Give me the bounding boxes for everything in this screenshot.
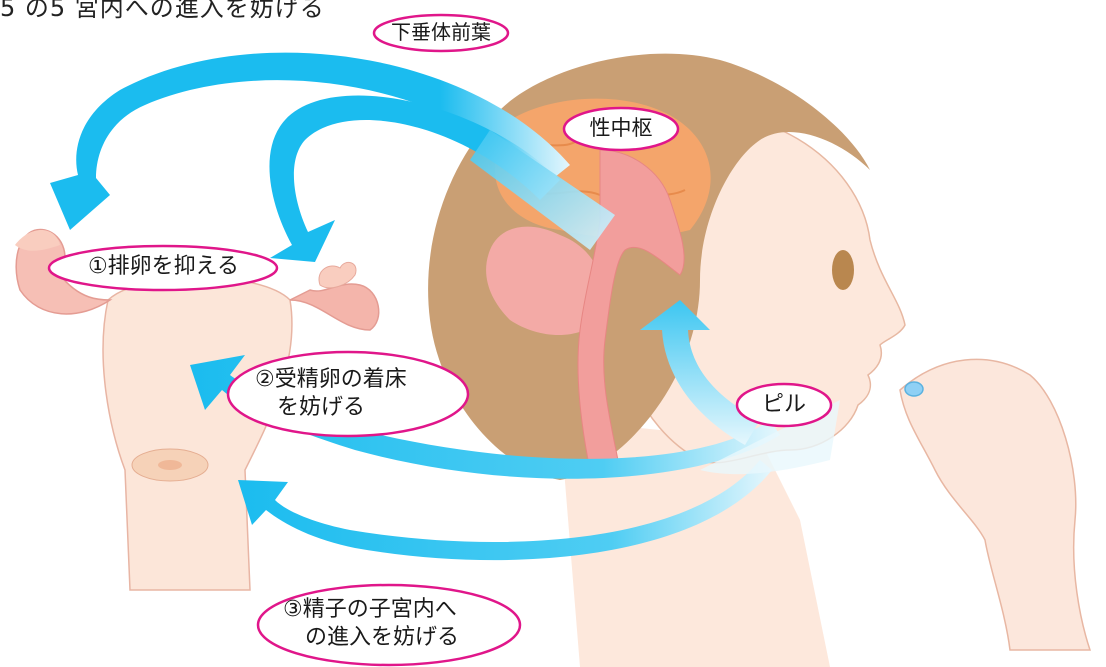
- effect2-line2: を妨げる: [255, 394, 455, 422]
- pill-tablet: [905, 382, 923, 396]
- hand-illustration: [900, 359, 1090, 650]
- pill-label: ピル: [752, 391, 816, 419]
- top-caption: 5 の5 宮内への進入を妨げる: [0, 0, 325, 23]
- pituitary-label: 下垂体前葉: [388, 20, 494, 45]
- effect3-label: ③精子の子宮内へ の進入を妨げる: [283, 596, 503, 651]
- effect3-line2: の進入を妨げる: [283, 624, 503, 652]
- effect2-line1: ②受精卵の着床: [255, 366, 455, 394]
- effect3-line1: ③精子の子宮内へ: [283, 596, 503, 624]
- effect2-label: ②受精卵の着床 を妨げる: [255, 366, 455, 421]
- hypothalamus-label: 性中枢: [576, 115, 666, 141]
- effect1-label: ①排卵を抑える: [66, 253, 261, 281]
